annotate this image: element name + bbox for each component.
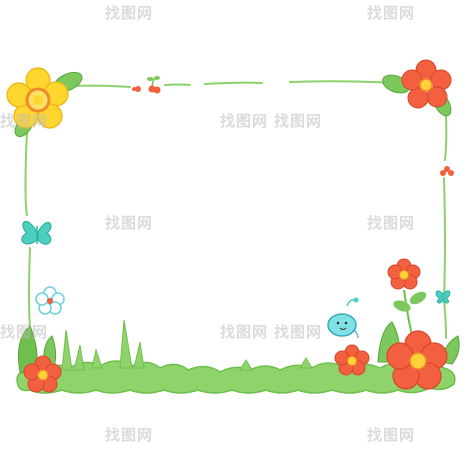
frame-top-mid-line	[164, 83, 191, 86]
red-flower-icon	[382, 59, 452, 117]
red-flower-icon	[387, 258, 427, 345]
smiling-creature-icon	[327, 297, 359, 339]
berry-sprig-icon	[440, 166, 454, 176]
white-blossom-icon	[35, 286, 65, 315]
red-flower-icon	[334, 344, 370, 376]
butterfly-icon	[435, 290, 451, 304]
yellow-flower-icon	[6, 67, 83, 138]
butterfly-icon	[21, 220, 52, 245]
berry-sprig-icon	[132, 76, 161, 94]
frame-right-line	[442, 114, 448, 339]
frame-left-line	[24, 129, 31, 331]
frame-top-mid2-line	[204, 81, 263, 85]
frame-border	[24, 80, 448, 339]
red-flower-icon	[386, 330, 448, 390]
red-flower-icon	[23, 355, 62, 393]
frame-top-left-line	[69, 84, 131, 88]
frame-top-right-line	[289, 80, 396, 84]
